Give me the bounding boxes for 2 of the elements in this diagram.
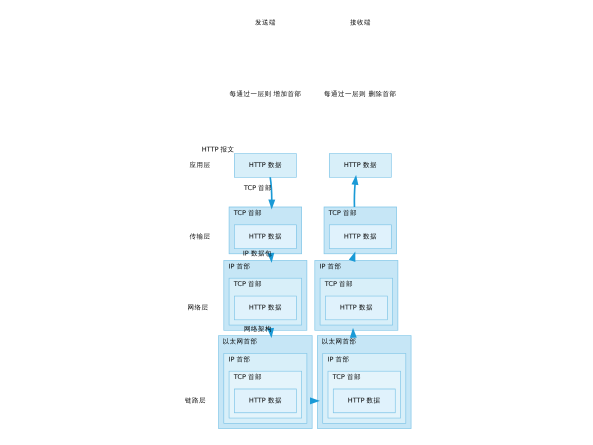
arrow: [266, 328, 274, 338]
arrow: [351, 174, 358, 208]
